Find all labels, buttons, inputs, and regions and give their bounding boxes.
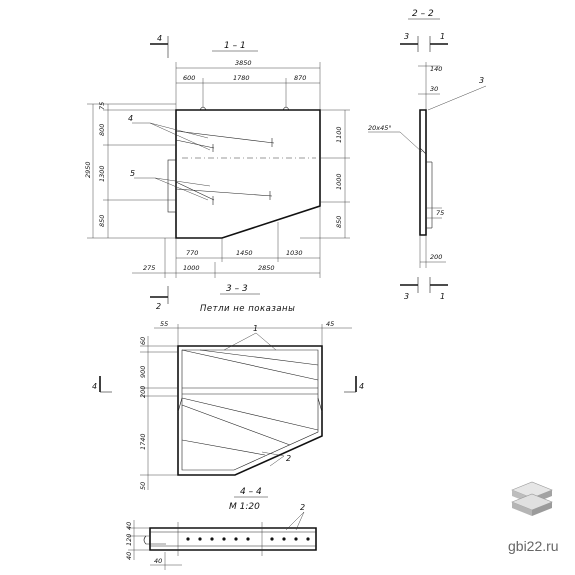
view-3-3: 3 – 3 Петли не показаны 55 45 1 2 [92,284,364,490]
cut-marker-4-left: 4 [92,382,97,391]
overall-width: 3850 [235,59,252,67]
bottom-dim-2850: 2850 [258,264,275,272]
left-dim-75: 75 [98,102,106,110]
dim-140: 140 [430,65,442,73]
rebar-dots [186,537,310,541]
dim-60: 60 [139,337,147,345]
bottom-dim-770: 770 [186,249,198,257]
view-1-1: 1 – 1 4 3850 600 1780 870 [84,34,350,311]
dim-40-b: 40 [125,552,133,560]
dim-900: 900 [139,366,147,378]
view-1-1-title: 1 – 1 [224,41,246,51]
view-4-4: 4 – 4 М 1:20 2 40 120 [125,487,317,570]
callout-2-view4: 2 [300,503,305,512]
dim-45: 45 [326,320,334,328]
dim-75: 75 [436,209,444,217]
dim-200: 200 [430,253,442,261]
cut-marker-2: 2 [156,302,161,311]
right-dim-1000: 1000 [335,173,343,190]
view-2-2-title: 2 – 2 [412,9,434,19]
stacked-slabs-icon [511,481,553,516]
cut-marker-4-right: 4 [359,382,364,391]
loops-not-shown-note: Петли не показаны [200,304,295,314]
watermark-text: gbi22.ru [508,538,559,554]
scale-label: М 1:20 [229,502,260,512]
marker-2-2-bottom-3: 3 [404,292,409,301]
dim-40-c: 40 [154,557,162,565]
callout-2-view3: 2 [286,454,291,463]
bottom-dim-1030: 1030 [286,249,303,257]
dim-50: 50 [139,482,147,490]
callout-1: 1 [253,324,258,333]
callout-3: 3 [479,76,484,85]
left-dim-1300: 1300 [98,165,106,182]
view-4-4-title: 4 – 4 [240,487,262,497]
marker-2-2-bottom-1: 1 [440,292,445,301]
cut-marker-4: 4 [157,34,162,43]
callout-4: 4 [128,114,133,123]
top-dim-600: 600 [183,74,195,82]
watermark: gbi22.ru [508,481,559,554]
dim-200-v3: 200 [139,386,147,398]
right-dim-850: 850 [335,216,343,228]
left-dim-800: 800 [98,124,106,136]
dim-55: 55 [160,320,168,328]
callout-5: 5 [130,169,135,178]
view-2-2: 2 – 2 3 1 140 30 3 20x45° 75 200 [368,9,487,301]
chamfer-20x45: 20x45° [368,124,392,132]
left-overall-2950: 2950 [84,161,92,178]
bottom-dim-1450: 1450 [236,249,253,257]
marker-2-2-top-1: 1 [440,32,445,41]
right-dim-1100: 1100 [335,126,343,143]
dim-30: 30 [430,85,438,93]
dim-40-a: 40 [125,522,133,530]
bottom-dim-1000: 1000 [183,264,200,272]
view-3-3-title: 3 – 3 [226,284,248,294]
top-dim-870: 870 [294,74,306,82]
left-dim-850: 850 [98,215,106,227]
bottom-dim-275: 275 [143,264,155,272]
dim-120: 120 [125,534,133,546]
dim-1740: 1740 [139,433,147,450]
top-dim-1780: 1780 [233,74,250,82]
marker-2-2-top-3: 3 [404,32,409,41]
